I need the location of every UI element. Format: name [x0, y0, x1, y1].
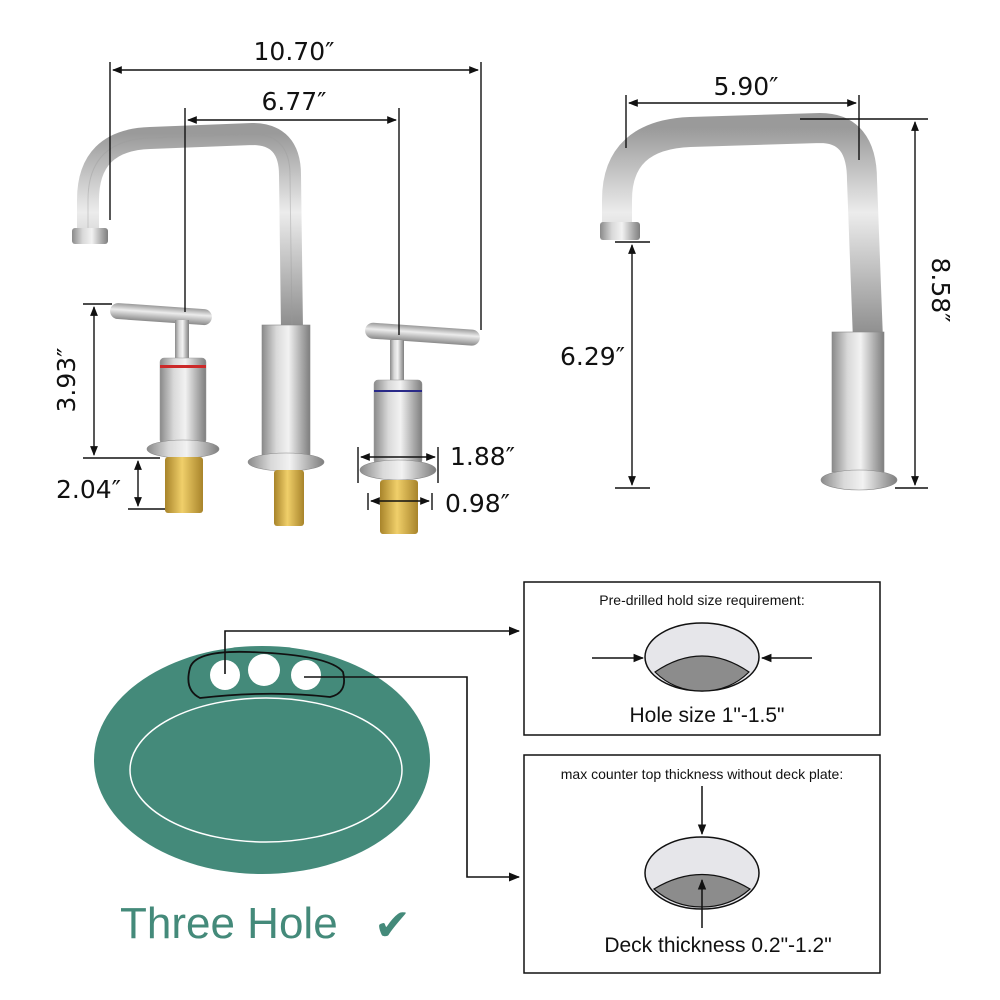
hole-size-title: Pre-drilled hold size requirement: [599, 592, 804, 608]
sink-basin [94, 646, 430, 874]
spout-reach-label: 5.90″ [713, 72, 778, 101]
front-view: 10.70″ 6.77″ 3.93″ 2.04″ 1.88″ 0.98″ [52, 37, 515, 534]
cold-indicator-ring [374, 390, 422, 392]
spout-illustration [72, 122, 325, 526]
faucet-hole-right [291, 660, 321, 690]
side-view: 5.90″ 6.29″ 8.58″ [560, 72, 955, 491]
check-icon: ✔ [374, 900, 411, 951]
handle-spacing-label: 6.77″ [261, 87, 326, 116]
callout-connectors [224, 626, 521, 882]
base-diameter-label: 1.88″ [450, 442, 515, 471]
deck-thickness-label: Deck thickness 0.2"-1.2" [604, 934, 831, 957]
hole-group-outline [187, 650, 345, 699]
faucet-hole-center [248, 654, 280, 686]
hot-handle-illustration [110, 303, 220, 513]
hot-indicator-ring [160, 365, 206, 368]
hole-size-label: Hole size 1"-1.5" [630, 704, 785, 727]
spout-clearance-label: 6.29″ [560, 342, 625, 371]
shank-length-label: 2.04″ [56, 475, 121, 504]
sink-diagram: Three Hole ✔ [94, 626, 521, 951]
side-spout-illustration [600, 112, 898, 491]
cold-handle-illustration [359, 322, 480, 534]
three-hole-caption: Three Hole [120, 899, 338, 948]
deck-thickness-title: max counter top thickness without deck p… [561, 766, 843, 782]
deck-thickness-box: max counter top thickness without deck p… [523, 754, 881, 974]
overall-height-label: 8.58″ [926, 257, 955, 322]
sink-bowl-outline [129, 697, 403, 843]
handle-height-label: 3.93″ [52, 347, 81, 412]
faucet-hole-left [210, 660, 240, 690]
side-dimension-lines [615, 95, 928, 489]
overall-width-label: 10.70″ [254, 37, 335, 66]
shank-diameter-label: 0.98″ [445, 489, 510, 518]
front-dimension-lines [83, 62, 482, 510]
hole-size-box: Pre-drilled hold size requirement: Hole … [523, 581, 881, 736]
